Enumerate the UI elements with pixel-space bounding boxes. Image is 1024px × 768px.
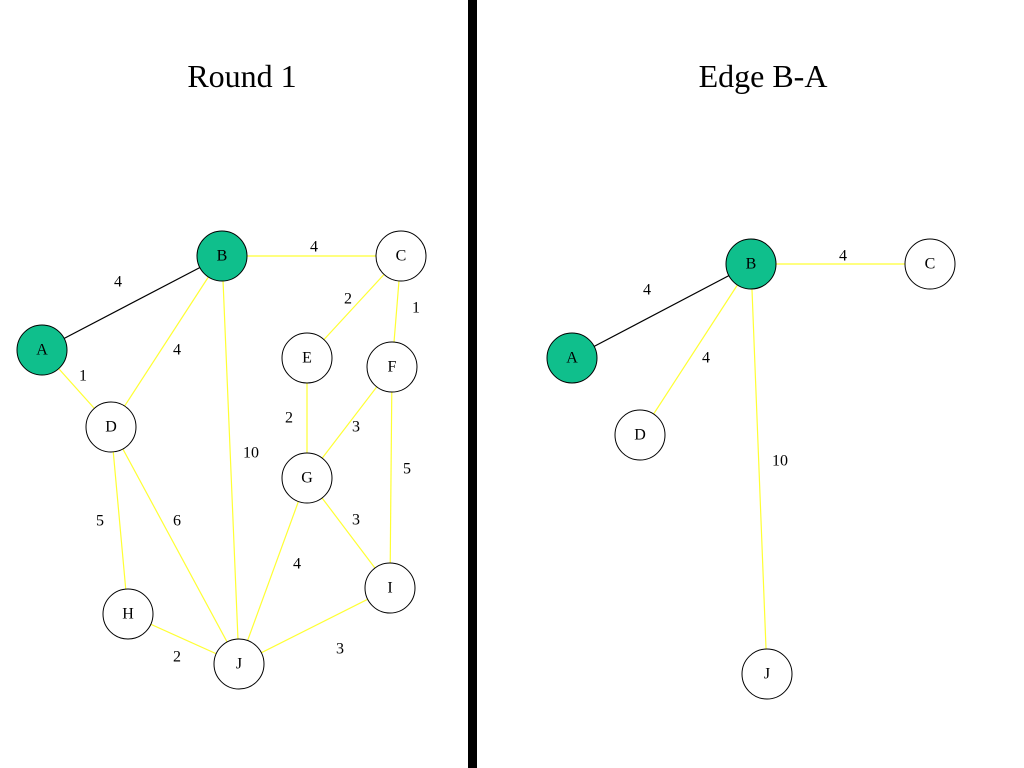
left-node-i xyxy=(364,562,416,614)
left-edge-weight-a-b: 4 xyxy=(114,274,122,291)
left-edge-i-j xyxy=(238,587,391,665)
left-edge-weight-d-h: 5 xyxy=(96,513,104,530)
right-node-c xyxy=(904,238,956,290)
left-edge-weight-c-f: 1 xyxy=(412,300,420,317)
right-node-label-a: A xyxy=(566,350,578,367)
left-node-f xyxy=(366,341,418,393)
left-node-label-i: I xyxy=(387,580,392,597)
panel-divider xyxy=(468,0,477,768)
left-node-h xyxy=(102,588,154,640)
left-edge-weight-b-d: 4 xyxy=(173,342,181,359)
left-node-g xyxy=(281,452,333,504)
left-edge-g-j xyxy=(238,477,308,665)
left-edge-f-i xyxy=(389,366,393,589)
left-edge-a-b xyxy=(41,255,223,351)
left-edge-weight-i-j: 3 xyxy=(336,641,344,658)
left-edge-weight-g-i: 3 xyxy=(352,512,360,529)
left-edge-weight-b-c: 4 xyxy=(310,239,318,256)
right-edge-weight-b-j: 10 xyxy=(772,453,788,470)
right-node-label-c: C xyxy=(925,256,936,273)
left-edge-weight-b-j: 10 xyxy=(243,445,259,462)
left-edge-d-h xyxy=(110,426,129,615)
left-graph: 4 1 4 4 10 2 1 2 3 5 3 4 5 6 2 3 A B C D E F G H I J xyxy=(16,230,427,690)
left-edge-b-j xyxy=(221,255,240,665)
right-panel-title: Edge B-A xyxy=(698,58,828,94)
right-edge-weight-b-a: 4 xyxy=(643,282,651,299)
left-edge-weight-e-g: 2 xyxy=(285,410,293,427)
left-node-e xyxy=(281,332,333,384)
left-edge-d-j xyxy=(110,426,240,665)
right-node-b xyxy=(725,238,777,290)
left-node-label-d: D xyxy=(105,419,117,436)
right-node-label-b: B xyxy=(746,256,757,273)
left-panel-title: Round 1 xyxy=(187,58,297,94)
right-graph: 4 4 4 10 A B C D J xyxy=(546,238,956,700)
right-edge-weight-b-c: 4 xyxy=(839,248,847,265)
left-edge-b-d xyxy=(110,255,223,428)
left-edge-weight-d-j: 6 xyxy=(173,513,181,530)
left-node-b xyxy=(196,230,248,282)
left-edge-weight-g-j: 4 xyxy=(293,556,301,573)
left-node-j xyxy=(213,638,265,690)
right-edge-b-a xyxy=(571,263,752,359)
right-edge-b-j xyxy=(750,263,768,675)
left-node-label-c: C xyxy=(396,248,407,265)
left-node-d xyxy=(85,401,137,453)
right-edge-b-d xyxy=(639,263,752,436)
left-edge-weight-h-j: 2 xyxy=(173,649,181,666)
left-node-label-h: H xyxy=(122,606,134,623)
right-node-label-j: J xyxy=(764,666,770,683)
left-edge-weight-c-e: 2 xyxy=(344,291,352,308)
left-node-label-b: B xyxy=(217,248,228,265)
left-node-label-a: A xyxy=(36,342,48,359)
left-edge-weight-a-d: 1 xyxy=(79,368,87,385)
left-node-label-j: J xyxy=(236,656,242,673)
left-node-label-g: G xyxy=(301,470,313,487)
left-node-label-e: E xyxy=(302,350,312,367)
left-node-a xyxy=(16,324,68,376)
right-node-j xyxy=(741,648,793,700)
left-node-label-f: F xyxy=(388,359,397,376)
left-edge-weight-f-i: 5 xyxy=(403,461,411,478)
right-node-label-d: D xyxy=(634,427,646,444)
right-edge-weight-b-d: 4 xyxy=(702,350,710,367)
left-node-c xyxy=(375,230,427,282)
right-node-a xyxy=(546,332,598,384)
left-edge-weight-f-g: 3 xyxy=(352,419,360,436)
right-node-d xyxy=(614,409,666,461)
